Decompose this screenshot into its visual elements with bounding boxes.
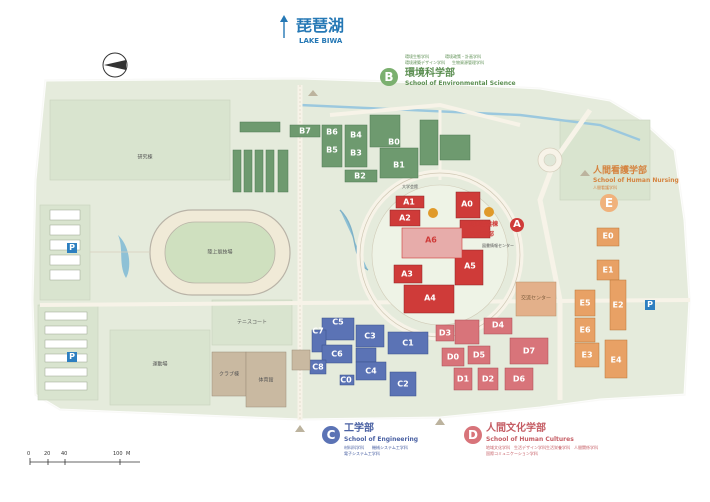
- hall-label: 研究棟: [137, 154, 153, 161]
- building-e0[interactable]: E0: [602, 231, 614, 241]
- building-b7[interactable]: B7: [299, 126, 311, 136]
- env-dept-2: 環境政策・計画学科: [445, 54, 481, 59]
- restaurant-icon: [428, 208, 438, 218]
- building-a2[interactable]: A2: [399, 213, 411, 223]
- building-d4[interactable]: D4: [491, 320, 505, 330]
- building-e1[interactable]: E1: [602, 265, 614, 275]
- building-c8[interactable]: C8: [312, 362, 324, 372]
- tennis-label: テニスコート: [236, 319, 268, 326]
- building-b1[interactable]: B1: [393, 160, 405, 170]
- building-d6[interactable]: D6: [512, 374, 526, 384]
- env-school-name-en: School of Environmental Science: [405, 80, 516, 87]
- hum-school-name-en: School of Human Cultures: [486, 436, 574, 443]
- scale-unit: M: [126, 451, 131, 457]
- hum-dept-4: 人間関係学科: [574, 445, 598, 450]
- lab-center-label: 交流センター: [520, 295, 552, 302]
- building-d0[interactable]: D0: [446, 352, 460, 362]
- building-a3[interactable]: A3: [401, 269, 413, 279]
- zone-badge-b[interactable]: B: [380, 68, 398, 86]
- building-e2[interactable]: E2: [612, 300, 624, 310]
- parking-icon[interactable]: P: [67, 352, 77, 362]
- hum-dept-3: 生活栄養学科: [546, 445, 570, 450]
- hum-school-name-jp: 人間文化学部: [486, 423, 546, 434]
- library-label: 図書情報センター: [482, 243, 514, 248]
- building-e6[interactable]: E6: [579, 325, 591, 335]
- lake-name-en: LAKE BIWA: [299, 37, 343, 45]
- scale-tick-100: 100: [113, 451, 123, 457]
- building-b3[interactable]: B3: [350, 148, 362, 158]
- club-label: クラブ棟: [218, 371, 240, 378]
- building-d5[interactable]: D5: [472, 350, 486, 360]
- building-b4[interactable]: B4: [350, 130, 362, 140]
- zone-badge-a[interactable]: A: [510, 218, 524, 232]
- building-e4[interactable]: E4: [610, 355, 622, 365]
- eng-dept-2: 機械システム工学科: [372, 445, 408, 450]
- building-c2[interactable]: C2: [397, 379, 409, 389]
- building-c0[interactable]: C0: [340, 375, 352, 385]
- building-c7[interactable]: C7: [312, 326, 324, 336]
- nur-dept-1: 人間看護学科: [593, 185, 617, 190]
- building-c1[interactable]: C1: [402, 338, 414, 348]
- eng-dept-3: 電子システム工学科: [344, 451, 380, 456]
- zone-badge-d[interactable]: D: [464, 426, 482, 444]
- building-b0[interactable]: B0: [388, 137, 400, 147]
- nur-school-name-en: School of Human Nursing: [593, 177, 679, 184]
- eng-school-name-jp: 工学部: [344, 423, 374, 434]
- scale-tick-20: 20: [44, 451, 51, 457]
- track-label: 陸上競技場: [207, 249, 233, 256]
- building-a0[interactable]: A0: [461, 199, 473, 209]
- gym-label: 体育館: [258, 377, 274, 384]
- zone-badge-e[interactable]: E: [600, 194, 618, 212]
- env-school-name-jp: 環境科学部: [405, 68, 455, 79]
- building-b5[interactable]: B5: [326, 145, 338, 155]
- compass-icon: [103, 53, 127, 77]
- building-d2[interactable]: D2: [481, 374, 495, 384]
- building-a4[interactable]: A4: [424, 293, 436, 303]
- zone-badge-c[interactable]: C: [322, 426, 340, 444]
- env-dept-1: 環境生態学科: [405, 54, 429, 59]
- building-c3[interactable]: C3: [364, 331, 376, 341]
- env-dept-3: 環境建築デザイン学科: [405, 60, 445, 65]
- central-label-1: 共通講義棟: [468, 221, 499, 228]
- parking-icon[interactable]: P: [67, 243, 77, 253]
- hum-dept-1: 地域文化学科: [486, 445, 510, 450]
- building-a1[interactable]: A1: [403, 197, 415, 207]
- hum-dept-5: 国際コミュニケーション学科: [486, 451, 538, 456]
- scale-tick-40: 40: [61, 451, 68, 457]
- eng-dept-1: 材料科学科: [344, 445, 364, 450]
- building-d3[interactable]: D3: [438, 328, 452, 338]
- lake-name-jp: 琵琶湖: [296, 16, 345, 35]
- eng-school-name-en: School of Engineering: [344, 436, 419, 443]
- parking-icon[interactable]: P: [645, 300, 655, 310]
- field-label: 運動場: [152, 361, 168, 368]
- scale-tick-0: 0: [27, 451, 31, 457]
- building-b6[interactable]: B6: [326, 127, 338, 137]
- building-a5[interactable]: A5: [464, 261, 476, 271]
- building-b2[interactable]: B2: [354, 171, 366, 181]
- hum-dept-2: 生活デザイン学科: [514, 445, 546, 450]
- central-label-2: 大学本部: [470, 231, 495, 238]
- building-d1[interactable]: D1: [456, 374, 470, 384]
- building-e5[interactable]: E5: [579, 298, 591, 308]
- building-c5[interactable]: C5: [332, 317, 344, 327]
- building-c6[interactable]: C6: [331, 349, 343, 359]
- env-dept-4: 生物資源管理学科: [452, 60, 484, 65]
- building-c4[interactable]: C4: [365, 366, 377, 376]
- building-e3[interactable]: E3: [581, 350, 593, 360]
- building-d7[interactable]: D7: [522, 346, 536, 356]
- building-a6[interactable]: A6: [425, 235, 437, 245]
- restaurant-icon: [484, 207, 494, 217]
- nur-school-name-jp: 人間看護学部: [593, 166, 648, 176]
- cafeteria-label: 大学会館: [402, 184, 418, 189]
